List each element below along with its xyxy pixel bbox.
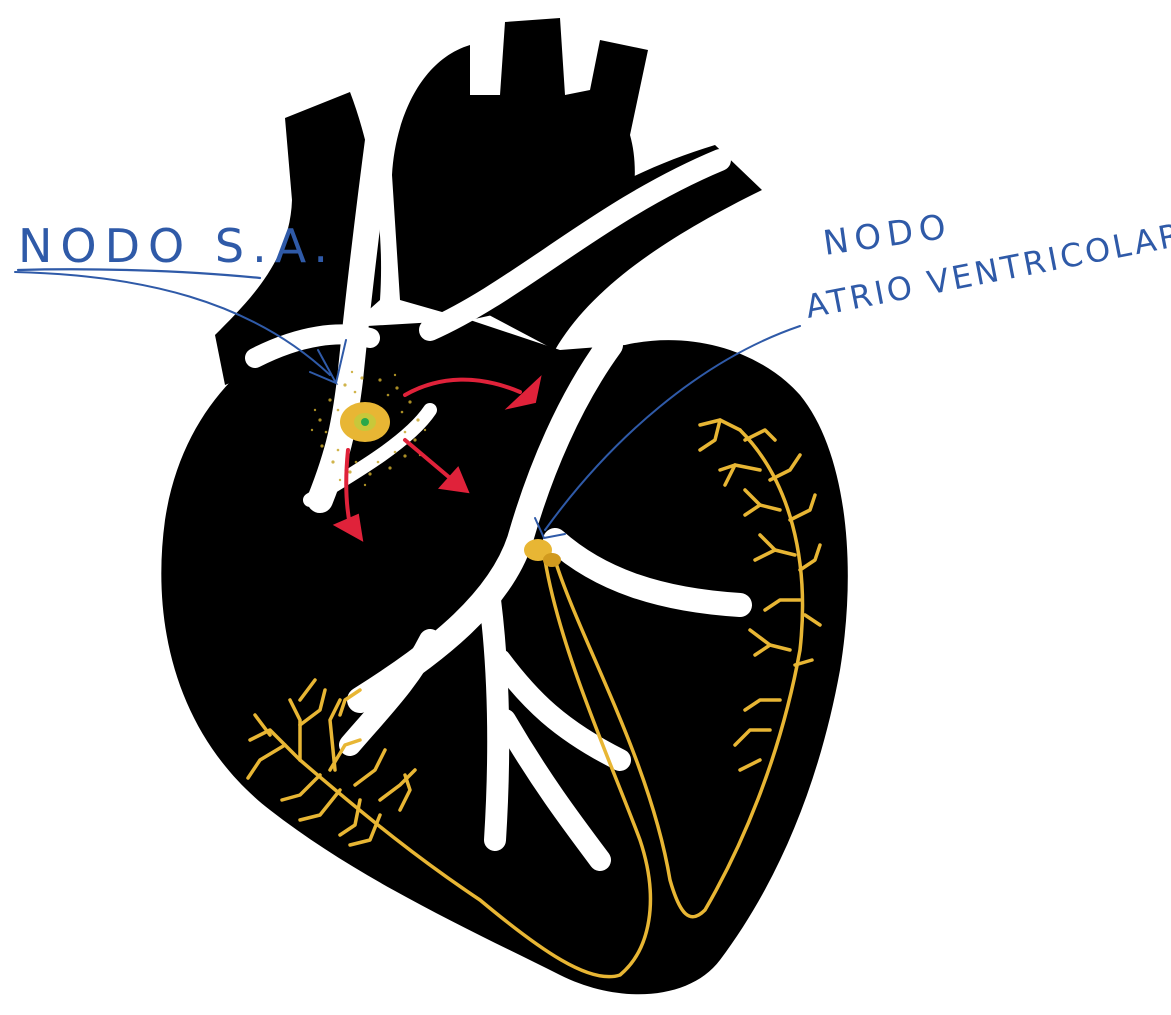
heart-silhouette xyxy=(161,18,847,994)
sa-node-label: NODO S.A. xyxy=(18,219,336,273)
av-node-label-line1: NODO xyxy=(821,206,954,264)
